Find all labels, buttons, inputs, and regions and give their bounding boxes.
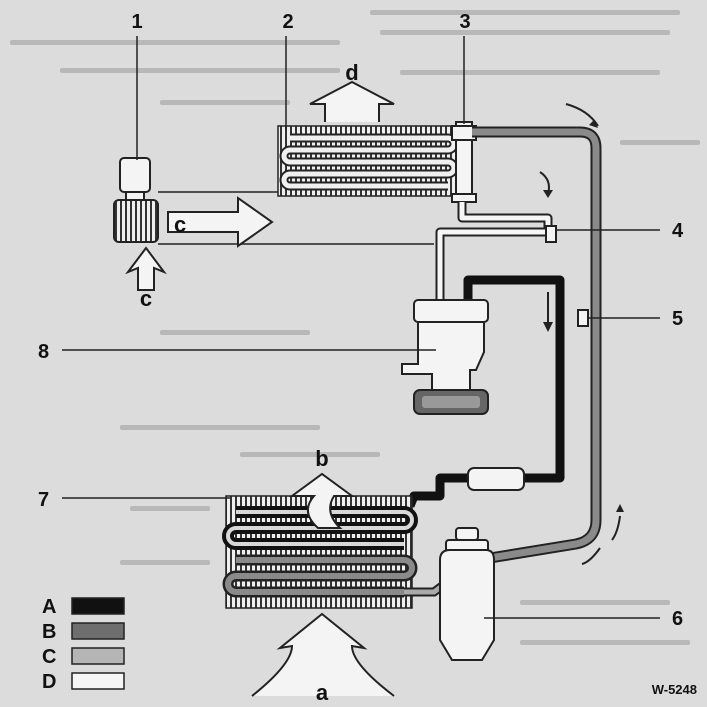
callout-1: 1 — [131, 11, 142, 33]
airflow-arrow-c-vertical — [125, 246, 167, 291]
callout-4: 4 — [672, 220, 684, 242]
background-text-line — [10, 40, 340, 45]
flow-direction-arrow — [611, 515, 621, 541]
liquid-line — [437, 202, 551, 300]
flow-direction-arrow-head — [589, 120, 598, 128]
legend: A B C D — [42, 596, 125, 693]
flow-direction-arrow-head — [543, 190, 553, 198]
compressor — [401, 299, 489, 415]
legend-key-a: A — [42, 596, 56, 618]
service-valve — [577, 309, 589, 327]
callout-2: 2 — [282, 11, 293, 33]
figure-code: W-5248 — [651, 682, 697, 697]
pipe-outline — [472, 126, 602, 564]
flow-direction-arrow — [565, 103, 599, 127]
callout-3: 3 — [459, 11, 470, 33]
airflow-arrow-c-horizontal — [167, 196, 274, 248]
legend-key-b: B — [42, 621, 56, 643]
flow-label-a: a — [316, 680, 329, 705]
callout-5: 5 — [672, 308, 683, 330]
blower-fan — [113, 157, 159, 243]
legend-key-c: C — [42, 646, 56, 668]
background-text-line — [520, 640, 690, 645]
flow-label-c-horizontal: c — [174, 212, 186, 237]
background-text-line — [380, 30, 670, 35]
background-text-line — [240, 452, 380, 457]
legend-key-d: D — [42, 671, 56, 693]
muffler — [467, 467, 525, 491]
background-text-line — [160, 330, 310, 335]
airflow-arrow-a — [251, 612, 395, 697]
flow-label-d: d — [345, 60, 358, 85]
callout-7: 7 — [38, 489, 49, 511]
background-text-line — [120, 560, 210, 565]
legend-swatch-d — [71, 672, 125, 690]
legend-swatch-c — [71, 647, 125, 665]
callout-6: 6 — [672, 608, 683, 630]
flow-label-c-vertical: c — [140, 286, 152, 311]
airflow-arrow-b — [288, 472, 356, 529]
background-text-line — [130, 506, 210, 511]
legend-swatch-a — [71, 597, 125, 615]
background-text-line — [620, 140, 700, 145]
accumulator — [439, 527, 495, 661]
legend-swatch-b — [71, 622, 125, 640]
airflow-arrow-d — [309, 80, 395, 122]
flow-direction-arrow-head — [543, 322, 553, 332]
background-text-line — [120, 425, 320, 430]
pressure-switch — [545, 225, 557, 243]
background-text-line — [60, 68, 340, 73]
background-text-line — [370, 10, 680, 15]
background-text-line — [520, 600, 670, 605]
background-text-line — [400, 70, 660, 75]
flow-direction-arrow — [581, 547, 601, 565]
flow-label-b: b — [315, 446, 328, 471]
flow-direction-arrow-head — [616, 504, 624, 512]
callout-8: 8 — [38, 341, 49, 363]
high-pressure-line — [472, 128, 600, 562]
condenser — [277, 125, 459, 197]
background-text-line — [160, 100, 290, 105]
